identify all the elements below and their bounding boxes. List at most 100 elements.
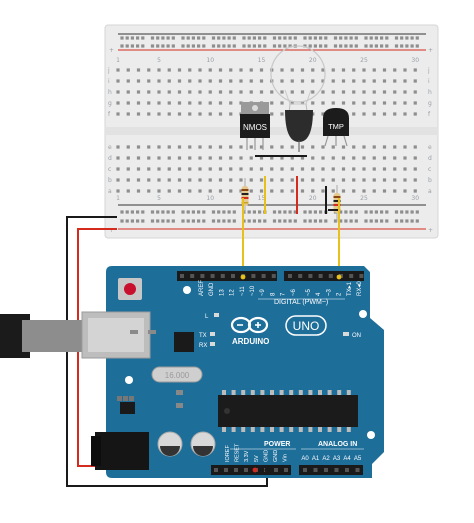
rail-hole[interactable] [349, 44, 353, 48]
terminal-hole[interactable] [208, 167, 212, 171]
terminal-hole[interactable] [382, 101, 387, 105]
terminal-hole[interactable] [270, 189, 274, 193]
rail-hole[interactable] [374, 210, 378, 214]
rail-hole[interactable] [211, 36, 216, 40]
rail-hole[interactable] [125, 219, 129, 223]
rail-hole[interactable] [197, 44, 201, 48]
terminal-hole[interactable] [126, 112, 130, 116]
terminal-hole[interactable] [270, 178, 274, 182]
terminal-hole[interactable] [229, 90, 233, 94]
terminal-hole[interactable] [198, 90, 202, 94]
terminal-hole[interactable] [311, 167, 315, 171]
terminal-hole[interactable] [239, 68, 243, 72]
terminal-hole[interactable] [362, 156, 366, 160]
rail-hole[interactable] [344, 210, 348, 214]
terminal-hole[interactable] [382, 79, 387, 83]
terminal-hole[interactable] [321, 112, 325, 116]
terminal-hole[interactable] [218, 178, 223, 182]
terminal-hole[interactable] [362, 189, 366, 193]
rail-hole[interactable] [222, 36, 226, 40]
terminal-hole[interactable] [382, 90, 387, 94]
rail-hole[interactable] [197, 36, 201, 40]
rail-hole[interactable] [272, 44, 277, 48]
terminal-hole[interactable] [372, 167, 376, 171]
terminal-hole[interactable] [229, 145, 233, 149]
terminal-hole[interactable] [208, 178, 212, 182]
terminal-hole[interactable] [177, 101, 182, 105]
rail-hole[interactable] [339, 210, 343, 214]
terminal-hole[interactable] [147, 79, 151, 83]
rail-hole[interactable] [319, 219, 323, 223]
terminal-hole[interactable] [218, 112, 223, 116]
terminal-hole[interactable] [290, 101, 294, 105]
header-pin[interactable] [334, 468, 339, 472]
header-pin[interactable] [355, 468, 360, 472]
rail-hole[interactable] [156, 44, 160, 48]
rail-hole[interactable] [227, 219, 231, 223]
rail-hole[interactable] [130, 36, 134, 40]
terminal-hole[interactable] [198, 79, 202, 83]
terminal-hole[interactable] [352, 178, 356, 182]
rail-hole[interactable] [232, 36, 236, 40]
rail-hole[interactable] [364, 44, 368, 48]
terminal-hole[interactable] [290, 145, 294, 149]
terminal-hole[interactable] [116, 156, 120, 160]
terminal-hole[interactable] [249, 189, 253, 193]
terminal-hole[interactable] [136, 156, 141, 160]
rail-hole[interactable] [333, 44, 338, 48]
terminal-hole[interactable] [126, 68, 130, 72]
rail-hole[interactable] [136, 210, 140, 214]
terminal-hole[interactable] [300, 167, 305, 171]
terminal-hole[interactable] [218, 189, 223, 193]
terminal-hole[interactable] [249, 167, 253, 171]
terminal-hole[interactable] [382, 112, 387, 116]
rail-hole[interactable] [380, 44, 384, 48]
terminal-hole[interactable] [341, 156, 346, 160]
rail-hole[interactable] [181, 36, 185, 40]
rail-hole[interactable] [324, 219, 328, 223]
terminal-hole[interactable] [157, 156, 161, 160]
terminal-hole[interactable] [300, 101, 305, 105]
terminal-hole[interactable] [188, 145, 192, 149]
terminal-hole[interactable] [198, 189, 202, 193]
terminal-hole[interactable] [229, 79, 233, 83]
terminal-hole[interactable] [136, 167, 141, 171]
terminal-hole[interactable] [413, 79, 417, 83]
terminal-hole[interactable] [249, 178, 253, 182]
terminal-hole[interactable] [372, 112, 376, 116]
terminal-hole[interactable] [136, 145, 141, 149]
rail-hole[interactable] [319, 210, 323, 214]
rail-hole[interactable] [288, 36, 292, 40]
rail-hole[interactable] [125, 44, 129, 48]
terminal-hole[interactable] [372, 145, 376, 149]
terminal-hole[interactable] [393, 90, 397, 94]
rail-hole[interactable] [120, 36, 124, 40]
terminal-hole[interactable] [331, 101, 335, 105]
header-pin[interactable] [303, 468, 307, 472]
terminal-hole[interactable] [147, 145, 151, 149]
terminal-hole[interactable] [403, 90, 407, 94]
terminal-hole[interactable] [362, 145, 366, 149]
rail-hole[interactable] [125, 210, 129, 214]
rail-hole[interactable] [374, 219, 378, 223]
terminal-hole[interactable] [403, 189, 407, 193]
rail-hole[interactable] [278, 210, 282, 214]
terminal-hole[interactable] [259, 90, 264, 94]
terminal-hole[interactable] [208, 68, 212, 72]
terminal-hole[interactable] [239, 189, 243, 193]
terminal-hole[interactable] [341, 178, 346, 182]
rail-hole[interactable] [380, 219, 384, 223]
terminal-hole[interactable] [352, 145, 356, 149]
rail-hole[interactable] [181, 210, 185, 214]
terminal-hole[interactable] [321, 101, 325, 105]
terminal-hole[interactable] [362, 112, 366, 116]
terminal-hole[interactable] [341, 167, 346, 171]
terminal-hole[interactable] [331, 145, 335, 149]
rail-hole[interactable] [120, 219, 124, 223]
terminal-hole[interactable] [382, 178, 387, 182]
terminal-hole[interactable] [362, 79, 366, 83]
rail-hole[interactable] [313, 44, 317, 48]
terminal-hole[interactable] [188, 112, 192, 116]
terminal-hole[interactable] [239, 145, 243, 149]
terminal-hole[interactable] [249, 145, 253, 149]
